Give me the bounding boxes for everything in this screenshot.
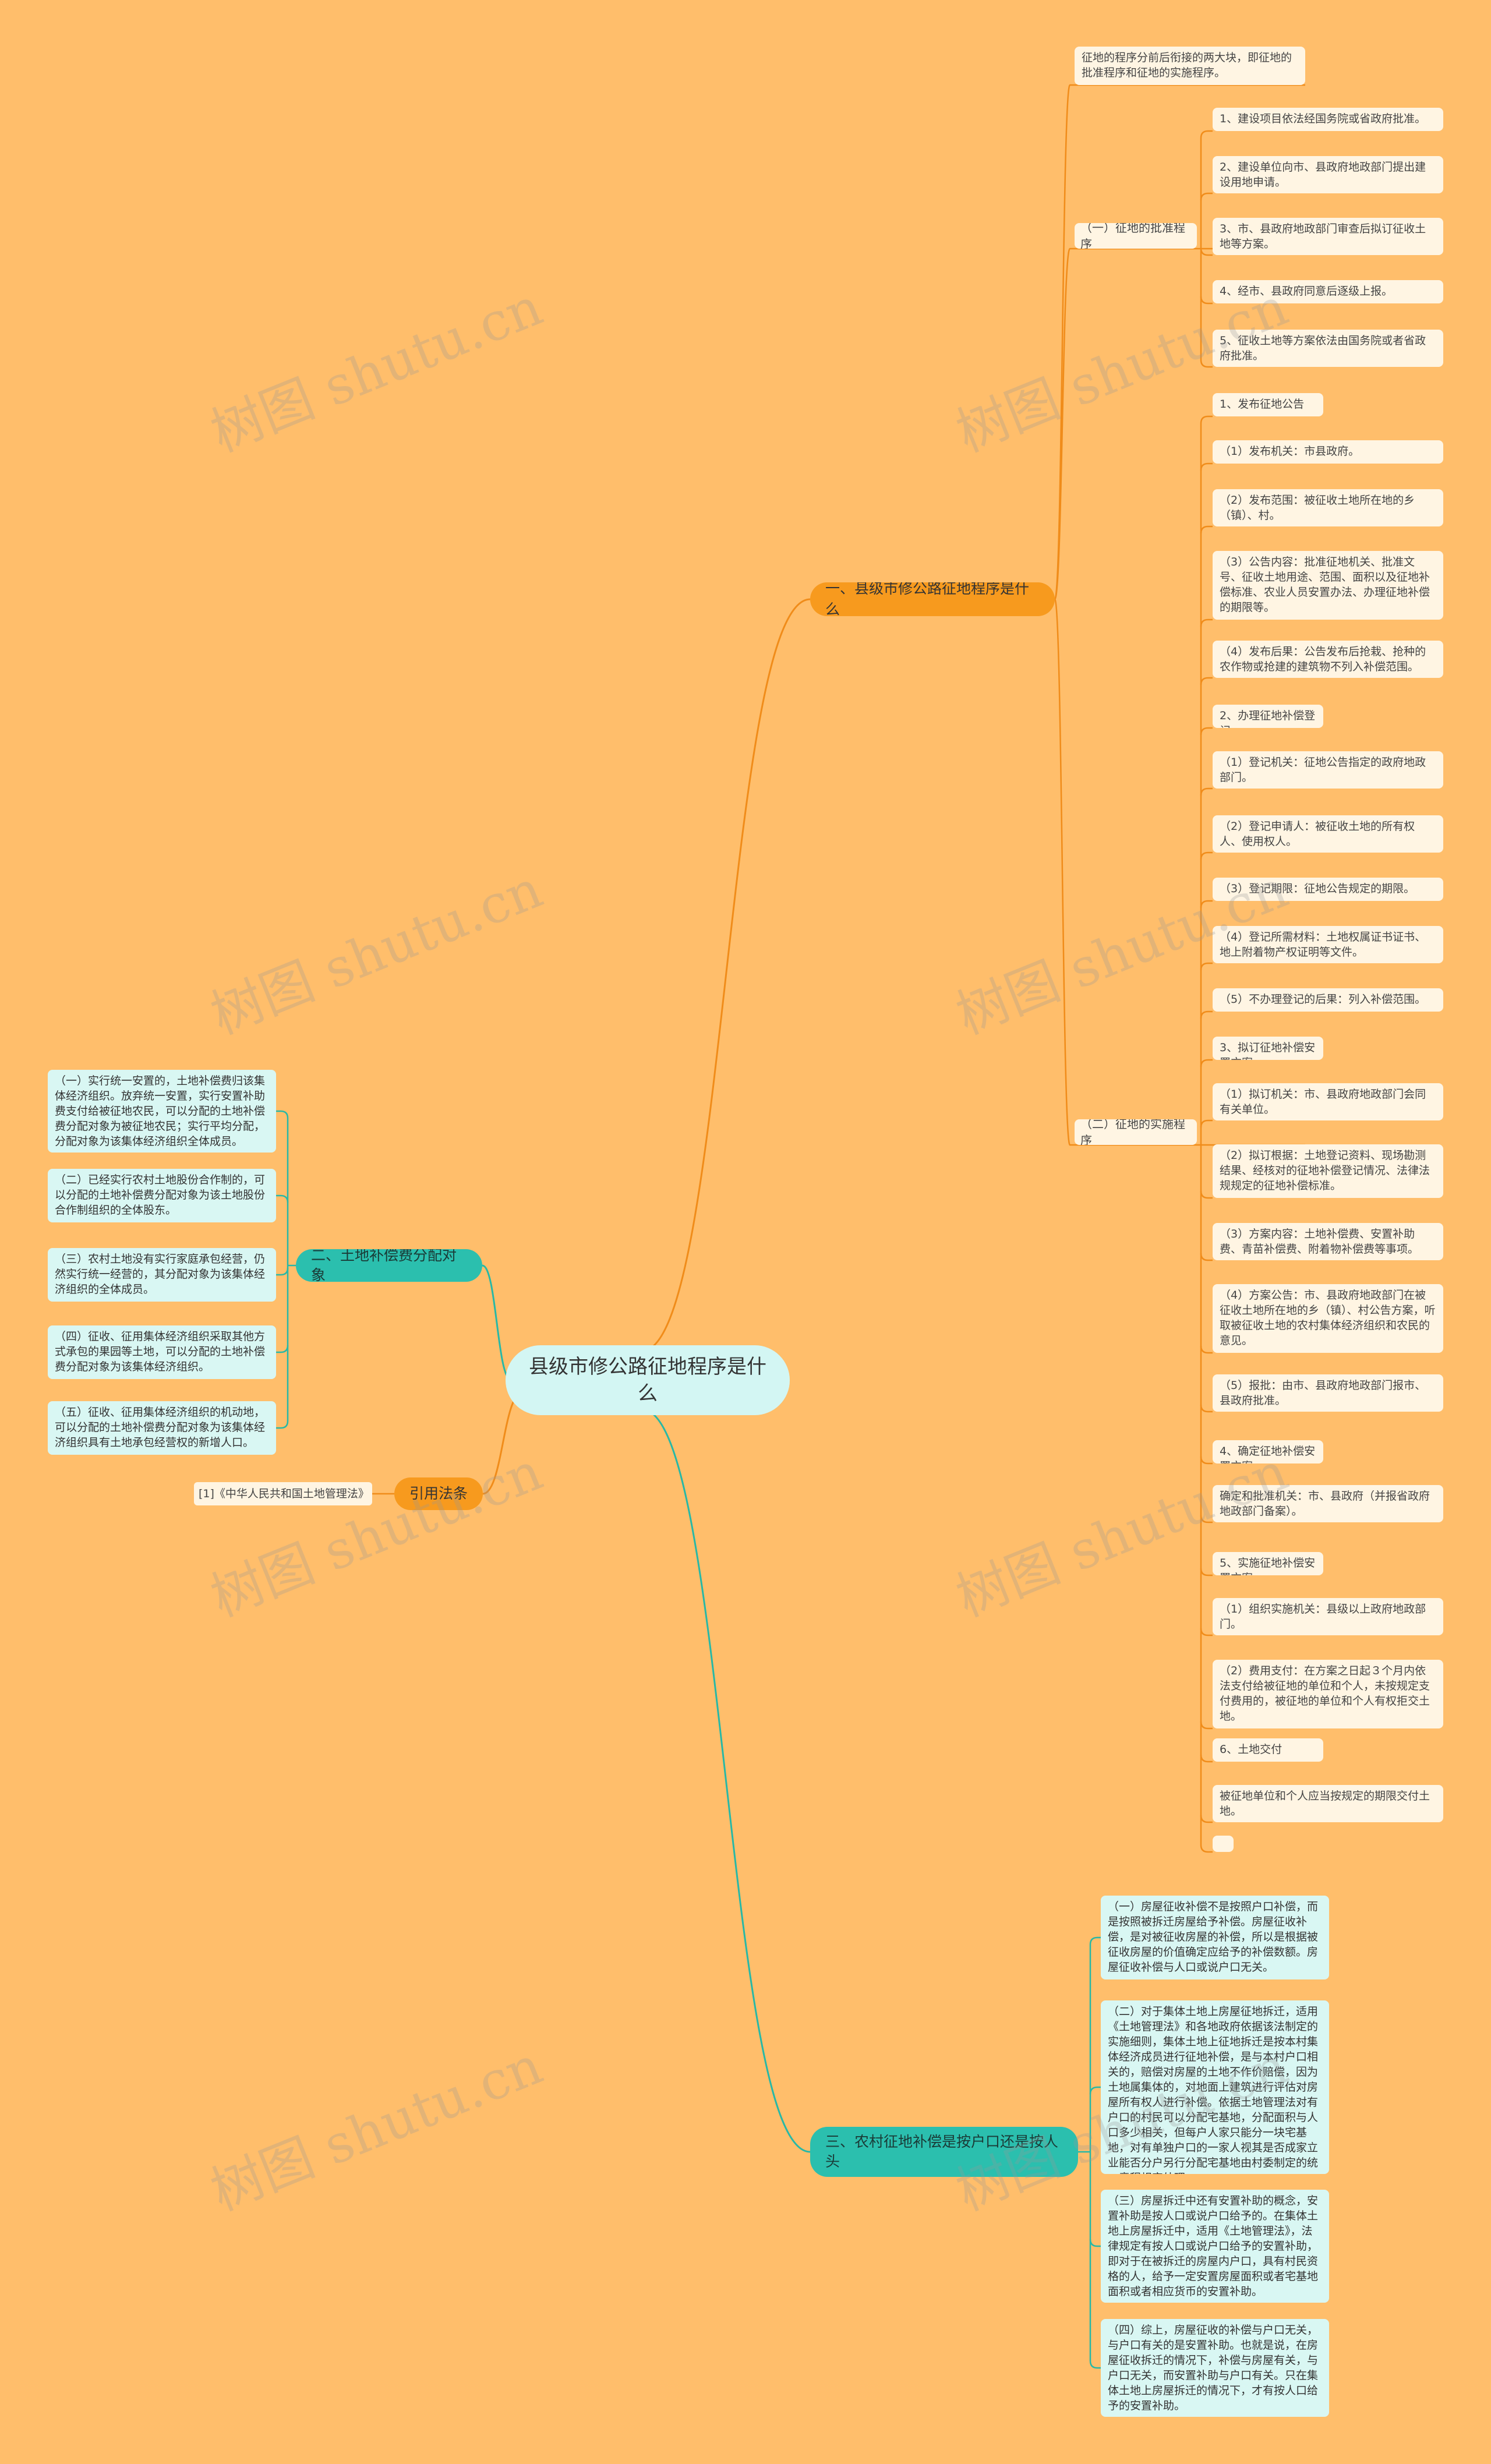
- connector-line: [1200, 1815, 1213, 1823]
- connector-line: [1200, 1456, 1213, 1465]
- b1-implementation-item: （1）登记机关：征地公告指定的政府地政部门。: [1213, 751, 1443, 789]
- b1-implementation-item: （4）方案公告：市、县政府地政部门在被征收土地所在地的乡（镇）、村公告方案，听取…: [1213, 1284, 1443, 1353]
- b1-implementation-item: （1）组织实施机关：县级以上政府地政部门。: [1213, 1598, 1443, 1635]
- connector-line: [1200, 296, 1213, 305]
- b1-implementation-item: （1）发布机关：市县政府。: [1213, 440, 1443, 464]
- b1-implementation-item: [1213, 1836, 1234, 1852]
- b1-approval-item: 4、经市、县政府同意后逐级上报。: [1213, 280, 1443, 303]
- branch-ref-topic[interactable]: 引用法条: [394, 1477, 483, 1510]
- connector-line: [1200, 1628, 1213, 1636]
- b1-implementation-item: （4）发布后果：公告发布后抢栽、抢种的农作物或抢建的建筑物不列入补偿范围。: [1213, 641, 1443, 678]
- root-topic[interactable]: 县级市修公路征地程序是什么: [506, 1345, 790, 1415]
- b1-approval-item: 5、征收土地等方案依法由国务院或者省政府批准。: [1213, 330, 1443, 367]
- connector-line: [1089, 2239, 1101, 2247]
- connector-line: [1200, 962, 1213, 971]
- connector-line: [1200, 1515, 1213, 1523]
- b1-implementation-item: （2）拟订根据：土地登记资料、现场勘测结果、经核对的征地补偿登记情况、法律法规规…: [1213, 1144, 1443, 1198]
- b1-implementation-item: （2）登记申请人：被征收土地的所有权人、使用权人。: [1213, 815, 1443, 853]
- connector-line: [1054, 84, 1071, 600]
- connector-line: [1054, 598, 1071, 1146]
- b1-implementation-item: （2）发布范围：被征收土地所在地的乡（镇）、村。: [1213, 489, 1443, 526]
- connector-line: [1200, 1844, 1213, 1853]
- connector-line: [641, 598, 811, 1352]
- b3-household-item: （一）房屋征收补偿不是按照户口补偿，而是按照被拆迁房屋给予补偿。房屋征收补偿，是…: [1101, 1896, 1329, 1979]
- b1-approval-label[interactable]: （一）征地的批准程序: [1075, 223, 1197, 249]
- connector-line: [1200, 192, 1213, 201]
- b2-allocation-item: （四）征收、征用集体经济组织采取其他方式承包的果园等土地，可以分配的土地补偿费分…: [48, 1325, 276, 1379]
- b1-implementation-item: 确定和批准机关：市、县政府（并报省政府地政部门备案）。: [1213, 1485, 1443, 1522]
- b1-implementation-item: 6、土地交付: [1213, 1738, 1323, 1762]
- connector-line: [1200, 525, 1213, 534]
- connector-line: [1200, 248, 1213, 256]
- connector-line: [1200, 1010, 1213, 1019]
- b1-approval-item: 3、市、县政府地政部门审查后拟订征收土地等方案。: [1213, 218, 1443, 255]
- connector-line: [1089, 2086, 1101, 2095]
- connector-line: [482, 1264, 512, 1381]
- connector-line: [1200, 787, 1213, 796]
- b1-implementation-item: 2、办理征地补偿登记: [1213, 705, 1323, 728]
- connector-line: [276, 1110, 289, 1119]
- connector-lines: [276, 84, 1305, 2369]
- connector-line: [1200, 130, 1213, 139]
- b1-approval-item: 1、建设项目依法经国务院或省政府批准。: [1213, 108, 1443, 131]
- b1-approval-item: 2、建设单位向市、县政府地政部门提出建设用地申请。: [1213, 156, 1443, 193]
- connector-line: [1200, 1568, 1213, 1576]
- connector-line: [276, 1267, 289, 1276]
- b1-implementation-item: （2）费用支付：在方案之日起３个月内依法支付给被征地的单位和个人，未按规定支付费…: [1213, 1660, 1443, 1728]
- connector-line: [1200, 618, 1213, 627]
- connector-line: [1054, 248, 1071, 600]
- b1-implementation-item: 3、拟订征地补偿安置方案: [1213, 1037, 1323, 1060]
- b1-implementation-item: 5、实施征地补偿安置方案: [1213, 1552, 1323, 1575]
- connector-line: [1200, 900, 1213, 908]
- branch-2-topic[interactable]: 二、土地补偿费分配对象: [296, 1249, 482, 1282]
- connector-line: [1200, 851, 1213, 860]
- b2-allocation-item: （五）征收、征用集体经济组织的机动地，可以分配的土地补偿费分配对象为该集体经济组…: [48, 1401, 276, 1455]
- b3-household-item: （四）综上，房屋征收的补偿与户口无关，与户口有关的是安置补助。也就是说，在房屋征…: [1101, 2319, 1329, 2417]
- b2-allocation-item: （三）农村土地没有实行家庭承包经营，仍然实行统一经营的，其分配对象为该集体经济组…: [48, 1248, 276, 1302]
- connector-line: [1200, 1253, 1213, 1261]
- connector-line: [1200, 1404, 1213, 1413]
- b1-implementation-item: 1、发布征地公告: [1213, 393, 1323, 416]
- b1-intro-note: 征地的程序分前后衔接的两大块，即征地的批准程序和征地的实施程序。: [1075, 47, 1305, 85]
- b1-implementation-item: 被征地单位和个人应当按规定的期限交付土地。: [1213, 1785, 1443, 1822]
- b1-implementation-item: 4、确定征地补偿安置方案: [1213, 1440, 1323, 1463]
- b2-allocation-item: （二）已经实行农村土地股份合作制的，可以分配的土地补偿费分配对象为该土地股份合作…: [48, 1169, 276, 1222]
- connector-line: [482, 1391, 524, 1495]
- connector-line: [1200, 1190, 1213, 1199]
- connector-line: [1200, 1721, 1213, 1730]
- connector-line: [1200, 462, 1213, 471]
- connector-line: [1200, 1754, 1213, 1763]
- b1-implementation-item: （1）拟订机关：市、县政府地政部门会同有关单位。: [1213, 1083, 1443, 1120]
- connector-line: [1200, 727, 1213, 736]
- b1-implementation-item: （3）方案内容：土地补偿费、安置补助费、青苗补偿费、附着物补偿费等事项。: [1213, 1223, 1443, 1260]
- connector-line: [1200, 1059, 1213, 1067]
- b1-implementation-item: （3）公告内容：批准征地机关、批准文号、征收土地用途、范围、面积以及征地补偿标准…: [1213, 551, 1443, 620]
- b1-implementation-item: （5）报批：由市、县政府地政部门报市、县政府批准。: [1213, 1374, 1443, 1412]
- connector-line: [1089, 1936, 1101, 1945]
- connector-line: [641, 1408, 811, 2153]
- b3-household-item: （三）房屋拆迁中还有安置补助的概念，安置补助是按人口或说户口给予的。在集体土地上…: [1101, 2190, 1329, 2303]
- connector-line: [1200, 1119, 1213, 1128]
- ref-law-item: [1]《中华人民共和国土地管理法》: [194, 1482, 372, 1505]
- connector-line: [1200, 359, 1213, 368]
- b3-household-item: （二）对于集体土地上房屋征地拆迁，适用《土地管理法》和各地政府依据该法制定的实施…: [1101, 2000, 1329, 2174]
- connector-line: [1089, 2360, 1101, 2369]
- connector-line: [1200, 677, 1213, 685]
- connector-line: [1200, 1345, 1213, 1354]
- b1-implementation-item: （3）登记期限：征地公告规定的期限。: [1213, 878, 1443, 901]
- connector-line: [276, 1420, 289, 1429]
- b1-implementation-label[interactable]: （二）征地的实施程序: [1075, 1119, 1197, 1145]
- branch-1-topic[interactable]: 一、县级市修公路征地程序是什么: [810, 582, 1055, 616]
- connector-line: [276, 1345, 289, 1353]
- b1-implementation-item: （5）不办理登记的后果：列入补偿范围。: [1213, 988, 1443, 1012]
- connector-line: [276, 1194, 289, 1203]
- b1-implementation-item: （4）登记所需材料：土地权属证书证书、地上附着物产权证明等文件。: [1213, 926, 1443, 963]
- connector-line: [1200, 415, 1213, 424]
- branch-3-topic[interactable]: 三、农村征地补偿是按户口还是按人头: [810, 2127, 1078, 2177]
- b2-allocation-item: （一）实行统一安置的，土地补偿费归该集体经济组织。放弃统一安置，实行安置补助费支…: [48, 1070, 276, 1153]
